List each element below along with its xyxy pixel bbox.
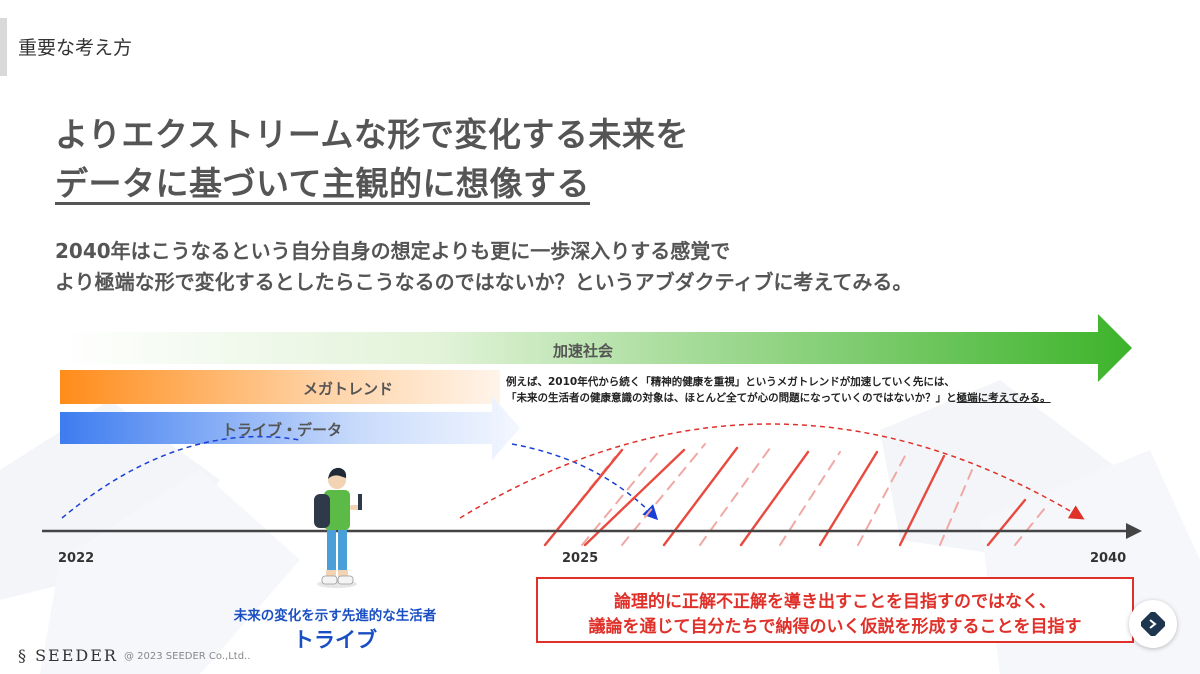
society-band-arrow <box>60 314 1132 382</box>
example-text-line-1: 例えば、2010年代から続く「精神的健康を重視」というメガトレンドが加速していく… <box>506 376 955 388</box>
year-label-mid: 2025 <box>562 551 599 566</box>
section-label: 重要な考え方 <box>18 37 133 59</box>
callout-line-2: 議論を通じて自分たちで納得のいく仮説を形成することを目指す <box>588 617 1082 637</box>
year-label-start: 2022 <box>58 551 95 566</box>
tribe-data-band-label: トライブ・データ <box>222 421 343 439</box>
society-band-label: 加速社会 <box>553 342 614 360</box>
seeder-logo: § SEEDER <box>18 646 118 665</box>
tribe-curve-left <box>61 435 301 519</box>
example-text-line-2b: 極端に考えてみる。 <box>956 392 1051 404</box>
megatrend-band-label: メガトレンド <box>303 380 394 398</box>
timeline-axis-arrowhead <box>1126 523 1142 539</box>
subtext-line-2: より極端な形で変化するとしたらこうなるのではないか？というアブダクティブに考えて… <box>55 270 913 294</box>
example-text-line-2: 「未来の生活者の健康意識の対象は、ほとんど全てが心の問題になっていくのではないか… <box>506 390 1051 405</box>
headline-line-1: よりエクストリームな形で変化する未来を <box>55 115 689 154</box>
tribe-curve-right <box>511 443 659 521</box>
callout-line-1: 論理的に正解不正解を導き出すことを目指すのではなく、 <box>614 592 1056 612</box>
header-accent-bar <box>0 18 7 76</box>
megatrend-band <box>60 370 500 404</box>
example-text-line-2a: 「未来の生活者の健康意識の対象は、ほとんど全てが心の問題になっていくのではないか… <box>506 392 957 404</box>
headline-line-2: データに基づいて主観的に想像する <box>55 164 591 203</box>
tribe-person-illustration <box>314 467 362 588</box>
year-label-end: 2040 <box>1090 551 1127 566</box>
future-curve <box>459 423 1085 520</box>
assistant-button[interactable] <box>1129 600 1177 648</box>
subtext-line-1: 2040年はこうなるという自分自身の想定よりも更に一歩深入りする感覚で <box>55 239 731 263</box>
tribe-name: トライブ <box>293 628 377 652</box>
tribe-data-band-arrow <box>60 396 520 460</box>
callout-box: 論理的に正解不正解を導き出すことを目指すのではなく、 議論を通じて自分たちで納得… <box>536 577 1134 643</box>
seeder-logo-mark-icon: § <box>18 646 28 665</box>
tribe-caption: 未来の変化を示す先進的な生活者 <box>233 608 437 624</box>
future-hatch-area <box>543 443 1046 547</box>
copyright-text: @ 2023 SEEDER Co.,Ltd.. <box>124 651 251 662</box>
seeder-logo-text: SEEDER <box>35 646 118 665</box>
assistant-chevron-icon <box>1141 612 1165 636</box>
